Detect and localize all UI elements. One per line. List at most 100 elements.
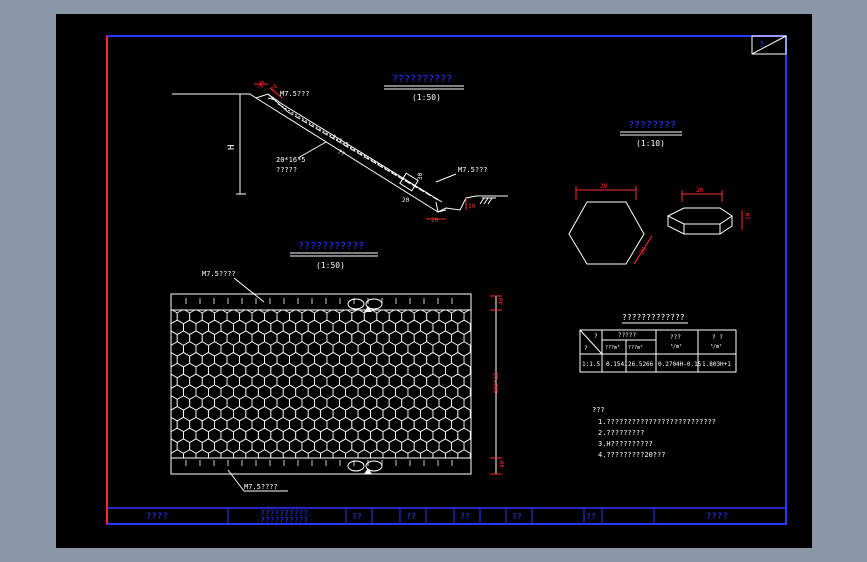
- hexagon-cell: [469, 322, 471, 332]
- shrub-symbol-top: [347, 298, 383, 312]
- dim-hex-top: 20: [600, 183, 608, 190]
- table-subheader-1: ???m²: [628, 345, 643, 351]
- dim-plan-middle: 400*10: [493, 372, 500, 394]
- hexagon-cell: [395, 449, 409, 458]
- notes-heading: ???: [592, 406, 605, 414]
- title-block: ???? ?????????? ?????????? ?? ?? ?? ?? ?…: [107, 507, 786, 525]
- note-3: 3.H??????????: [598, 440, 653, 448]
- dim-height: H: [227, 145, 237, 150]
- label-anchor: 20*16*5: [276, 156, 306, 164]
- detail-view: ???????? (1:10) 20 20 20 10: [568, 120, 752, 265]
- hexagon-cell: [382, 449, 396, 458]
- title-cell-0: ????: [146, 512, 168, 522]
- title-cell-3: ??: [406, 512, 416, 521]
- plan-outline: [170, 293, 472, 475]
- corner-tab: ?: [751, 35, 787, 55]
- hexagon-cell: [232, 449, 247, 458]
- note-2: 2.?????????: [598, 429, 644, 437]
- title-cell-1: ??????????: [260, 509, 308, 518]
- label-slope-b: ??: [336, 148, 346, 158]
- section-view: ?????????? (1:50) H 30 20 M7.5??? 1:1.5 …: [172, 74, 508, 224]
- dim-hex-side: 20: [638, 246, 648, 256]
- dim-plan-top: 40: [498, 297, 505, 305]
- hexagon-cell: [171, 449, 184, 458]
- plan-view: ??????????? (1:50) M7.5???? M7.5????: [170, 241, 506, 492]
- hexagon-cell: [207, 449, 222, 458]
- table-cell-4: 1.803H+1: [702, 361, 731, 368]
- note-4: 4.?????????20???: [598, 451, 665, 459]
- hexagon-cell: [320, 449, 334, 458]
- quantity-table: ????????????? ? ? ????? ??? ? ? ???m³ ??…: [579, 313, 737, 373]
- table-corner-a: ?: [584, 345, 588, 352]
- hexagon-cell: [432, 449, 446, 458]
- table-subheader-0: ???m³: [605, 345, 620, 351]
- dim-right-a: 30: [417, 172, 424, 180]
- hexagon-cell: [477, 353, 490, 367]
- drawing-sheet: ? ?????????? (1:50) H 30 20 M7.5??? 1:1.…: [56, 14, 812, 548]
- hexagon-block: [568, 201, 645, 265]
- notes: ??? 1.?????????????????????????? 2.?????…: [592, 406, 716, 459]
- table-subheader-3: ³/m²: [710, 344, 722, 350]
- title-cell-2: ??: [352, 512, 362, 521]
- dim-prism-side: 10: [745, 212, 752, 220]
- section-title: ??????????: [392, 74, 452, 85]
- hexagon-grid: [171, 310, 490, 458]
- dim-toe: 20: [431, 217, 439, 224]
- hexagon-cell: [220, 449, 234, 458]
- corner-tab-text: ?: [759, 40, 764, 49]
- hexagon-cell: [457, 449, 471, 458]
- table-title: ?????????????: [622, 313, 685, 322]
- hexagon-cell: [195, 449, 209, 458]
- hexagon-cell: [477, 417, 490, 431]
- hexagon-cell: [444, 449, 459, 458]
- table-header-1: ???: [670, 334, 681, 341]
- dim-right-b: 20: [402, 197, 410, 204]
- title-cell-6: ??: [586, 512, 596, 521]
- table-cell-1: 0.1541: [606, 361, 628, 368]
- label-top-left: M7.5???: [280, 90, 310, 98]
- hexagon-cell: [469, 387, 471, 397]
- title-cell-7: ????: [706, 512, 728, 522]
- table-header-0: ?????: [618, 332, 636, 339]
- drawing-frame: [106, 35, 787, 525]
- hexagon-cell: [477, 439, 490, 453]
- table-header-2: ? ?: [712, 334, 723, 341]
- plan-scale: (1:50): [316, 261, 345, 270]
- label-anchor-b: ?????: [276, 166, 297, 174]
- table-corner-b: ?: [594, 333, 598, 340]
- detail-title: ????????: [628, 120, 676, 131]
- plan-title: ???????????: [298, 241, 364, 252]
- label-plan-bottom: M7.5????: [244, 483, 278, 491]
- prism-block: [666, 207, 733, 225]
- table-cell-2: 26.5266: [628, 361, 654, 368]
- hexagon-cell: [270, 449, 284, 458]
- hexagon-cell: [357, 449, 371, 458]
- note-1: 1.??????????????????????????: [598, 418, 716, 426]
- hexagon-cell: [345, 449, 359, 458]
- dim-bottom: 10: [468, 203, 476, 210]
- hexagon-cell: [183, 449, 197, 458]
- hexagon-cell: [469, 366, 471, 375]
- dim-prism-top: 20: [696, 187, 704, 194]
- title-cell-4: ??: [460, 512, 470, 521]
- hexagon-cell: [469, 452, 471, 458]
- hexagon-cell: [477, 396, 490, 410]
- label-right: M7.5???: [458, 166, 488, 174]
- section-scale: (1:50): [412, 93, 441, 102]
- detail-scale: (1:10): [636, 139, 665, 148]
- title-cell-5: ??: [512, 512, 522, 521]
- shrub-symbol-bottom: [347, 460, 383, 474]
- title-cell-1b: ??????????: [260, 516, 308, 525]
- ground-line: [172, 93, 447, 213]
- hexagon-cell: [469, 409, 471, 419]
- hexagon-cell: [469, 430, 471, 440]
- hexagon-cell: [245, 449, 259, 458]
- hexagon-cell: [419, 449, 434, 458]
- hexagon-cell: [477, 374, 490, 388]
- hexagon-cell: [295, 449, 309, 458]
- hexagon-cell: [332, 449, 347, 458]
- plan-ticks: [185, 298, 453, 466]
- cad-drawing: ? ?????????? (1:50) H 30 20 M7.5??? 1:1.…: [106, 35, 787, 525]
- label-plan-top: M7.5????: [202, 270, 236, 278]
- hexagon-cell: [407, 449, 421, 458]
